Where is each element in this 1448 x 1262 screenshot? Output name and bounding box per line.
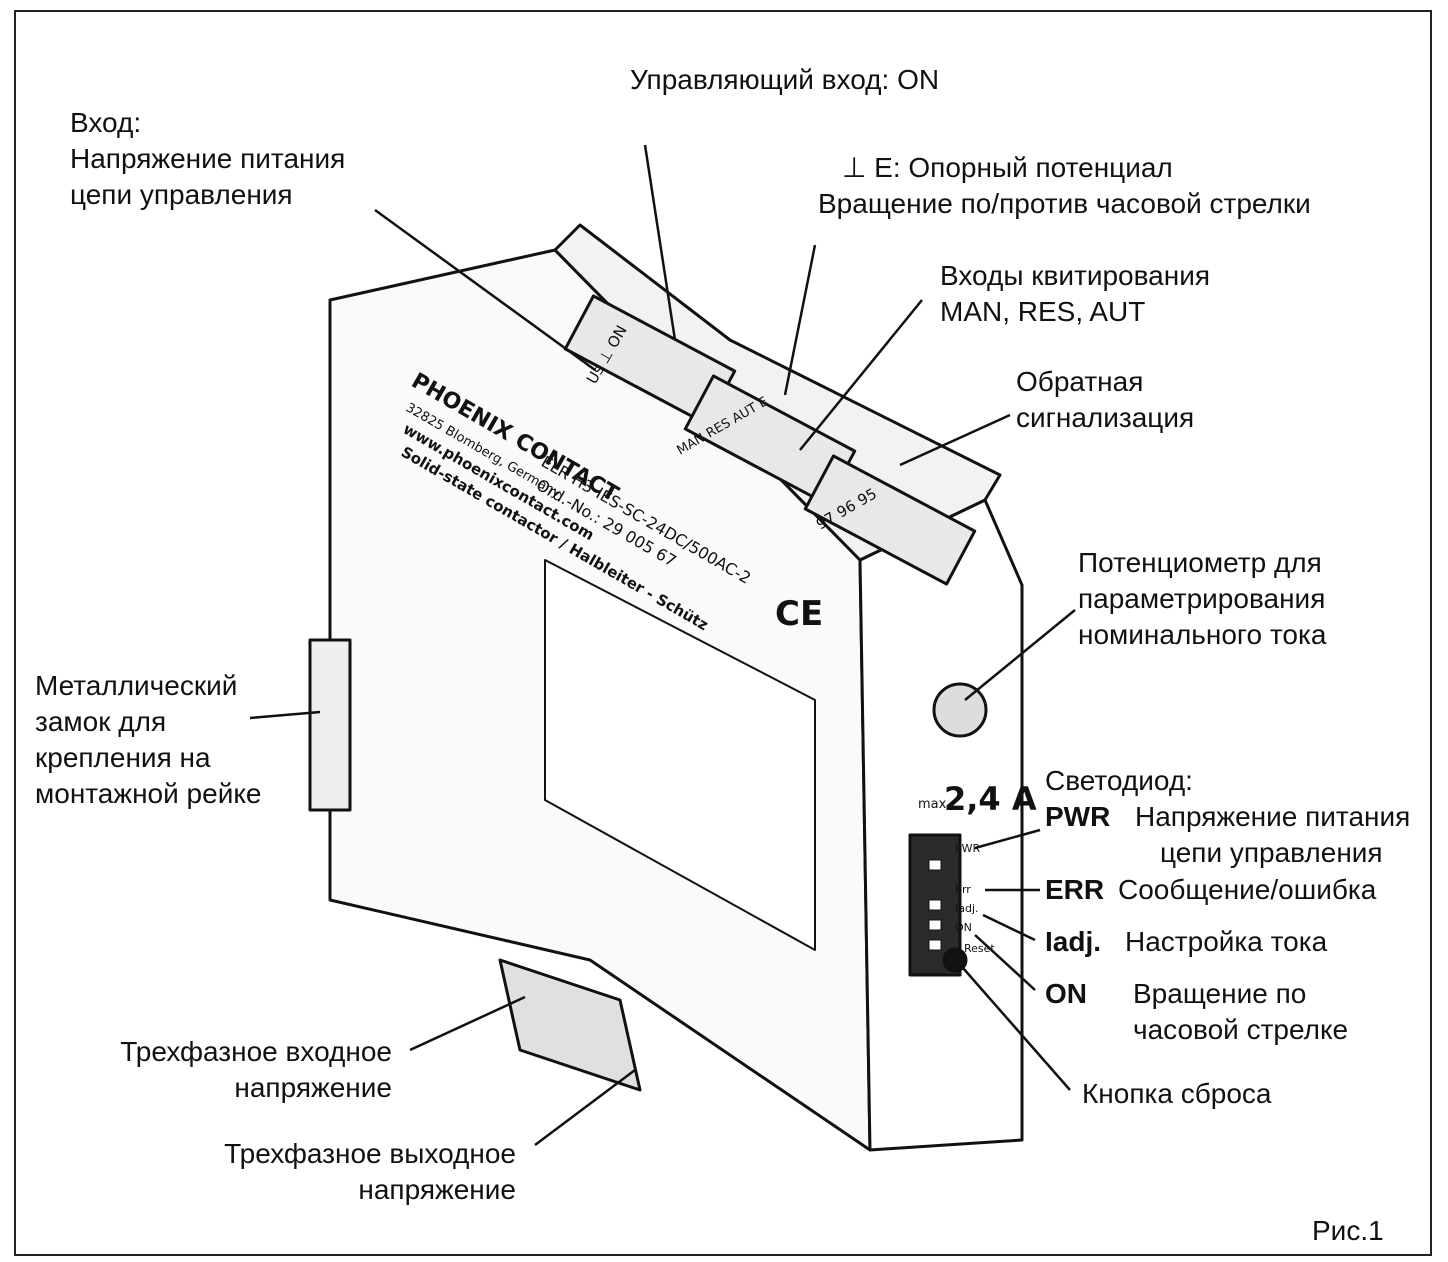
label-fb-line2: сигнализация xyxy=(1016,402,1195,433)
label-lock-line1: Металлический xyxy=(35,670,238,701)
label-in3-line1: Трехфазное входное xyxy=(120,1036,392,1067)
label-iadj-key: Iadj. xyxy=(1045,926,1102,957)
label-ref-line1: ⊥ E: Опорный потенциал xyxy=(842,152,1173,183)
label-pwr-desc1: Напряжение питания xyxy=(1135,801,1411,832)
label-pot-line3: номинального тока xyxy=(1078,619,1327,650)
led-on-text: ON xyxy=(955,921,972,934)
label-fb-line1: Обратная xyxy=(1016,366,1144,397)
label-on-desc1: Вращение по xyxy=(1133,978,1307,1009)
label-reset: Кнопка сброса xyxy=(1082,1078,1272,1109)
device-top xyxy=(553,223,1002,562)
leader-pot xyxy=(964,609,1076,701)
current-max: 2,4 A xyxy=(944,780,1037,818)
label-on-desc2: часовой стрелке xyxy=(1133,1014,1349,1045)
leader-pwr xyxy=(974,828,1041,850)
label-pot-line2: параметрирования xyxy=(1078,583,1326,614)
label-pot-line1: Потенциометр для xyxy=(1078,547,1322,578)
terminal-block-3 xyxy=(803,454,977,586)
leader-out3 xyxy=(534,1069,636,1146)
label-led-title: Светодиод: xyxy=(1045,765,1193,796)
label-in3-line2: напряжение xyxy=(234,1072,392,1103)
label-on-key: ON xyxy=(1045,978,1087,1009)
label-input-title: Вход: xyxy=(70,107,142,138)
label-err-key: ERR xyxy=(1045,874,1105,905)
max-prefix: max. xyxy=(918,797,950,812)
label-input-line1: Напряжение питания xyxy=(70,143,346,174)
figure-number: Рис.1 xyxy=(1312,1215,1384,1246)
leader-reset xyxy=(962,967,1071,1091)
figure-frame xyxy=(14,10,1432,1256)
leader-lock xyxy=(249,710,321,720)
label-iadj-desc: Настройка тока xyxy=(1125,926,1328,957)
label-ref-line2: Вращение по/против часовой стрелки xyxy=(818,188,1311,219)
led-err-text: Err xyxy=(955,883,971,896)
device-front xyxy=(858,498,1024,1152)
leader-input xyxy=(374,208,596,372)
label-lock-line3: крепления на xyxy=(35,742,211,773)
label-control-input: Управляющий вход: ON xyxy=(630,64,940,95)
label-pwr-key: PWR xyxy=(1045,801,1111,832)
label-err-desc: Сообщение/ошибка xyxy=(1118,874,1377,905)
reset-button xyxy=(942,947,968,973)
label-input-line2: цепи управления xyxy=(70,179,293,210)
potentiometer xyxy=(932,682,988,738)
label-lock-line4: монтажной рейке xyxy=(35,778,262,809)
label-ack-line2: MAN, RES, AUT xyxy=(940,296,1146,327)
leader-on xyxy=(974,934,1036,991)
leader-in3 xyxy=(409,995,526,1052)
led-iadj-text: Iadj. xyxy=(955,902,979,915)
leader-control xyxy=(643,144,677,341)
label-lock-line2: замок для xyxy=(35,706,167,737)
leader-ref xyxy=(783,244,817,396)
leader-ack xyxy=(799,299,923,451)
label-ack-line1: Входы квитирования xyxy=(940,260,1211,291)
din-rail-lock xyxy=(308,638,352,812)
leader-iadj xyxy=(982,913,1036,942)
bottom-terminals xyxy=(498,958,642,1092)
label-out3-line2: напряжение xyxy=(358,1174,516,1205)
info-panel xyxy=(544,559,816,951)
leader-fb xyxy=(899,413,1011,467)
label-pwr-desc2: цепи управления xyxy=(1160,837,1383,868)
label-out3-line1: Трехфазное выходное xyxy=(224,1138,516,1169)
ce-mark: CE xyxy=(775,594,823,634)
led-pwr-text: PWR xyxy=(955,842,981,855)
